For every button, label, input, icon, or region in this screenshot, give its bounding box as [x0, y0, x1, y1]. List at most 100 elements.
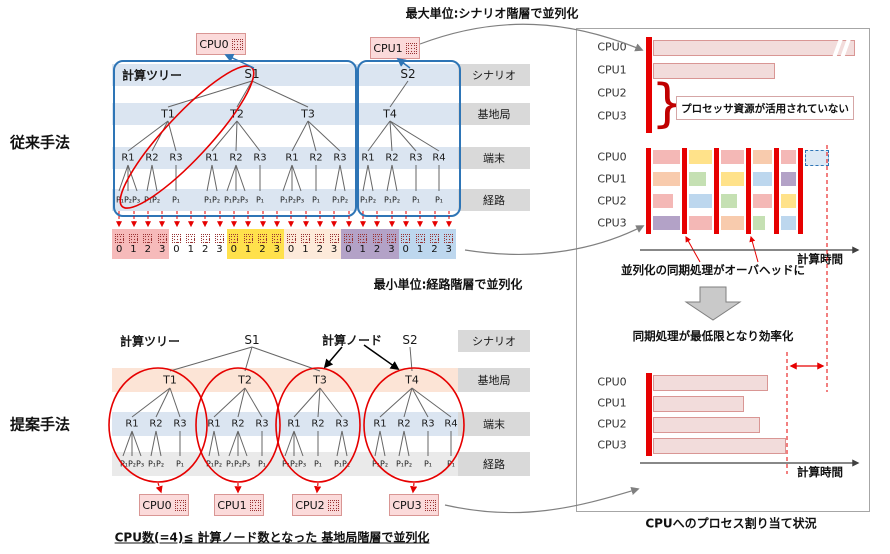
terminal-node: R1	[287, 418, 301, 430]
path-node: P₁P₂	[333, 459, 351, 469]
assign-cell: 1	[240, 229, 256, 259]
terminal-node: R3	[169, 152, 183, 164]
scenario1-group-frame	[113, 60, 357, 217]
assign-cell: 1	[298, 229, 313, 259]
cpu-chip-icon	[286, 233, 296, 243]
assign-cell: 3	[384, 229, 399, 259]
path-node: P₁P₂P₃	[225, 459, 251, 469]
caption-min-unit: 最小単位:経路階層で並列化	[373, 277, 523, 292]
cpu-chip-icon	[214, 233, 224, 243]
tree-title: 計算ツリー	[119, 334, 181, 349]
scenario-node-s1: S1	[244, 333, 260, 347]
terminal-node: R3	[253, 152, 267, 164]
cpu1-box: CPU1	[214, 494, 264, 516]
cpu-chip-icon	[415, 233, 425, 243]
terminal-row-label-cell	[458, 147, 530, 169]
cpu-box-label: CPU0	[142, 498, 172, 512]
path-node: P₁P₂	[371, 459, 389, 469]
assign-cell: 3	[212, 229, 227, 259]
path-node: P₁	[171, 195, 181, 205]
cpu-chip-icon	[243, 233, 253, 243]
sync-bar	[714, 148, 719, 234]
task-segment	[753, 216, 765, 230]
cpu-chip-icon	[272, 233, 282, 243]
cpu-chip-icon	[358, 233, 368, 243]
terminal-node: R3	[333, 152, 347, 164]
base-node: T2	[238, 373, 252, 387]
terminal-node: R2	[385, 152, 399, 164]
path-node: P₁	[255, 195, 265, 205]
path-row-label-cell	[458, 452, 530, 476]
path-node: P₁	[434, 195, 444, 205]
task-segment	[781, 172, 796, 186]
row-label-path: 経路	[483, 458, 505, 471]
assign-cell: 2	[312, 229, 327, 259]
cpu-chip-icon	[405, 42, 417, 54]
assign-cell: 2	[197, 229, 213, 259]
row-label-path: 経路	[483, 194, 505, 207]
task-segment	[753, 194, 772, 208]
cpu2-box: CPU2	[292, 494, 342, 516]
terminal-node: R2	[145, 152, 159, 164]
path-node: P₁	[423, 459, 433, 469]
scenario-row-label-cell	[458, 330, 530, 352]
scenario2-group-frame	[357, 60, 461, 217]
assign-cell: 3	[326, 229, 342, 259]
gantt-row-label: CPU0	[597, 150, 627, 164]
scenario-node-s2: S2	[400, 67, 416, 81]
assign-cell: 2	[140, 229, 155, 259]
cpu-chip-icon	[329, 233, 339, 243]
cpu1-box: CPU1	[370, 37, 420, 59]
terminal-node: R2	[311, 418, 325, 430]
assign-cell: 0	[283, 229, 299, 259]
terminal-node: R3	[173, 418, 187, 430]
caption-right-panel: CPUへのプロセス割り当て状況	[645, 516, 817, 531]
sync-bar	[682, 148, 687, 234]
gantt-row-label: CPU1	[597, 396, 627, 410]
terminal-node: R4	[444, 418, 458, 430]
task-segment	[753, 172, 772, 186]
base-row-label-cell	[458, 103, 530, 125]
row-label-base: 基地局	[477, 374, 511, 387]
task-segment	[753, 150, 772, 164]
assign-cell: 2	[255, 229, 270, 259]
sync-bar	[798, 148, 803, 234]
process-bar-cpu1	[653, 63, 775, 79]
path-node: P₁P₂	[395, 459, 413, 469]
row-label-scenario: シナリオ	[472, 69, 516, 82]
base-row-label-cell	[458, 368, 530, 392]
cpu-chip-icon	[300, 233, 310, 243]
task-segment	[721, 172, 744, 186]
sync-bar	[646, 148, 651, 234]
assign-cell: 0	[398, 229, 413, 259]
path-node: P₁P₂	[203, 195, 221, 205]
method-label-conventional: 従来手法	[9, 133, 71, 152]
terminal-node: R1	[205, 152, 219, 164]
time-axis-label: 計算時間	[797, 465, 843, 479]
assign-cell: 3	[269, 229, 284, 259]
cpu-chip-icon	[327, 499, 339, 511]
base-node: T1	[163, 373, 177, 387]
assign-cell: 0	[169, 229, 184, 259]
task-segment	[781, 150, 796, 164]
sync-bar	[746, 148, 751, 234]
row-label-terminal: 端末	[483, 418, 505, 431]
path-node: P₁P₂	[359, 195, 377, 205]
scenario-node-s2: S2	[402, 333, 418, 347]
process-bar-cpu0	[653, 375, 768, 391]
cpu-box-label: CPU2	[295, 498, 325, 512]
cpu-chip-icon	[424, 499, 436, 511]
path-node: P₁P₂	[331, 195, 349, 205]
terminal-node: R4	[432, 152, 446, 164]
compute-node-label: 計算ノード	[321, 333, 383, 348]
cpu-chip-icon	[229, 233, 239, 243]
terminal-node: R1	[121, 152, 135, 164]
terminal-node: R1	[125, 418, 139, 430]
task-segment	[653, 216, 680, 230]
cpu-chip-icon	[343, 233, 353, 243]
task-segment	[653, 194, 673, 208]
path-node: P₁P₂P₃	[223, 195, 249, 205]
cpu-chip-icon	[186, 233, 196, 243]
sync-bar	[774, 148, 779, 234]
cpu-chip-icon	[401, 233, 411, 243]
